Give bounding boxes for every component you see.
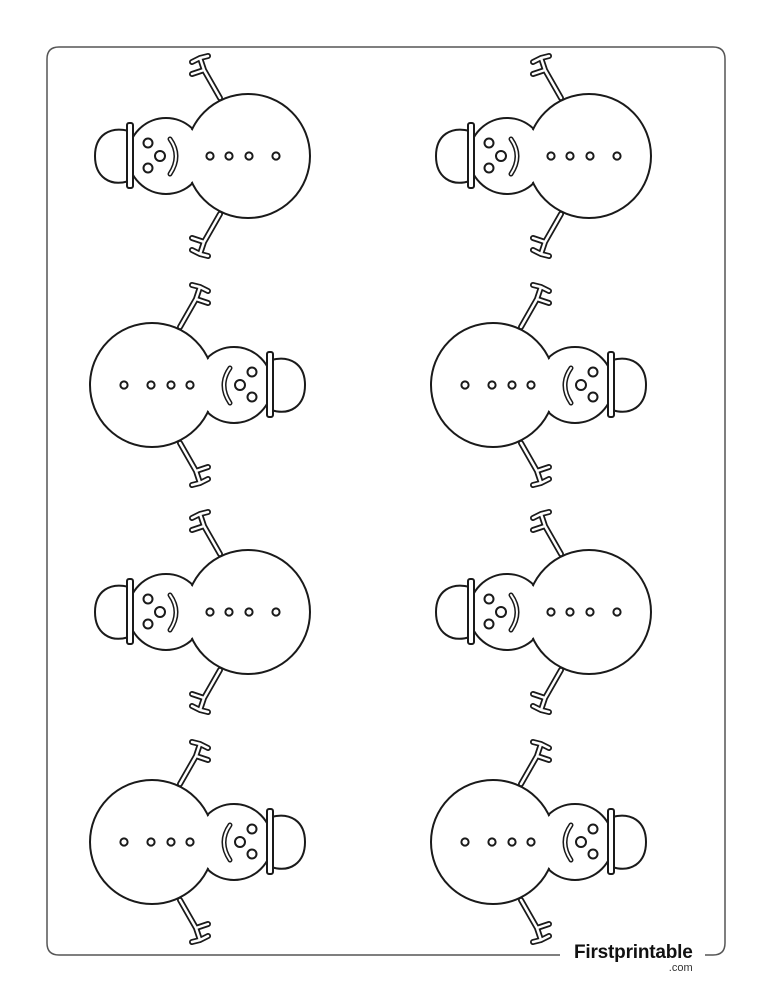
snowman-row1-right: [436, 56, 651, 256]
brand-tld: .com: [668, 962, 693, 974]
snowman-row4-right: [431, 742, 646, 942]
snowman-row3-left: [95, 512, 310, 712]
page-border: [46, 46, 726, 956]
snowman-row4-left: [90, 742, 305, 942]
brand-name: Firstprintable: [574, 942, 693, 963]
snowman-row2-right: [431, 285, 646, 485]
snowman-row3-right: [436, 512, 651, 712]
snowman-row2-left: [90, 285, 305, 485]
snowman-row1-left: [95, 56, 310, 256]
brand-logo: Firstprintable .com: [568, 943, 699, 974]
